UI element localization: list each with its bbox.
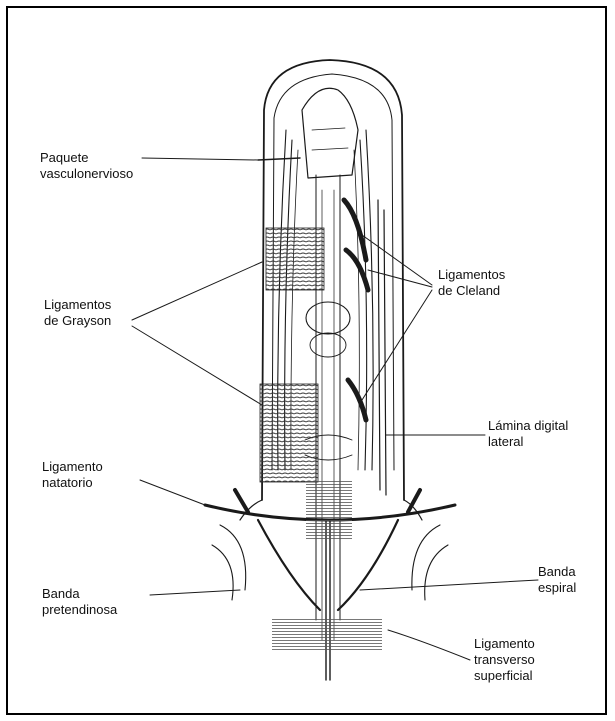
label-ligamentos-cleland: Ligamentos de Cleland (438, 267, 505, 299)
label-banda-pretendinosa: Banda pretendinosa (42, 586, 117, 618)
leader-pretendinosa (150, 590, 240, 595)
grayson-ligament-lower (260, 384, 318, 482)
label-banda-espiral: Banda espiral (538, 564, 576, 596)
grayson-ligament-upper (266, 228, 324, 290)
leader-natatorio (140, 480, 205, 505)
leader-espiral (360, 580, 538, 590)
lateral-digital-sheet (378, 200, 386, 495)
leader-grayson-2 (132, 326, 262, 405)
leader-paquete (142, 158, 258, 160)
distal-phalanx (302, 88, 358, 178)
superficial-transverse-ligament (272, 618, 382, 650)
label-lamina-digital-lateral: Lámina digital lateral (488, 418, 568, 450)
dip-joint (306, 302, 350, 334)
label-ligamento-transverso-superficial: Ligamento transverso superficial (474, 636, 535, 684)
leader-grayson-1 (132, 262, 262, 320)
label-ligamento-natatorio: Ligamento natatorio (42, 459, 103, 491)
pip-joint (310, 333, 346, 357)
label-ligamentos-grayson: Ligamentos de Grayson (44, 297, 111, 329)
leader-transverso (388, 630, 470, 660)
label-paquete-vasculonervioso: Paquete vasculonervioso (40, 150, 133, 182)
cleland-ligament-3 (348, 380, 366, 420)
